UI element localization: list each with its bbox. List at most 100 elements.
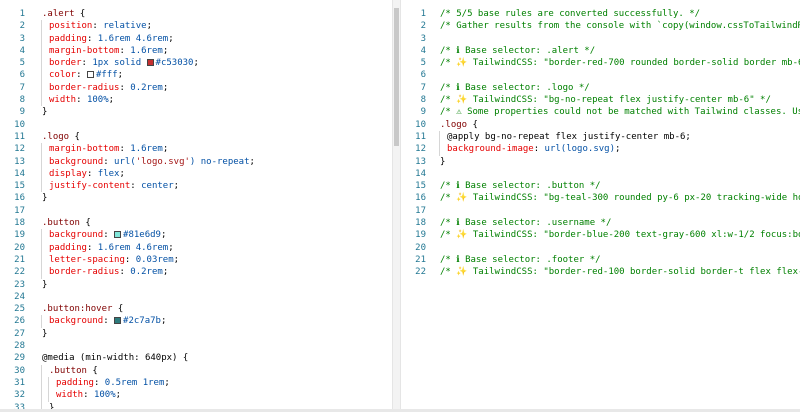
line-number: 19 — [14, 230, 25, 241]
code-line[interactable]: 16} — [0, 192, 392, 204]
code-line[interactable]: 25.button:hover { — [0, 303, 392, 315]
code-line[interactable]: 23} — [0, 279, 392, 291]
code-token: padding — [49, 33, 87, 44]
code-line[interactable]: 27} — [0, 328, 392, 340]
code-line[interactable]: 33} — [0, 401, 392, 412]
code-line[interactable]: 5/* ✨ TailwindCSS: "border-red-700 round… — [401, 57, 800, 69]
color-swatch-icon[interactable] — [146, 59, 154, 67]
code-line[interactable]: 20 — [401, 242, 800, 254]
code-token: .button — [49, 365, 87, 376]
color-swatch-icon[interactable] — [114, 317, 122, 325]
indent-guide — [41, 94, 49, 107]
line-code: .button { — [42, 217, 91, 229]
code-line[interactable]: 3 — [401, 33, 800, 45]
color-swatch-icon[interactable] — [86, 71, 94, 79]
code-line[interactable]: 17 — [0, 205, 392, 217]
code-line[interactable]: 6 — [401, 69, 800, 81]
code-line[interactable]: 4/* ℹ Base selector: .alert */ — [401, 45, 800, 57]
line-code: } — [42, 328, 47, 340]
code-token: { — [112, 304, 124, 315]
line-code: } — [42, 279, 47, 291]
line-number: 1 — [19, 9, 25, 19]
code-line[interactable]: 24 — [0, 291, 392, 303]
code-line[interactable]: 29@media (min-width: 640px) { — [0, 352, 392, 364]
code-line[interactable]: 18.button { — [0, 217, 392, 229]
code-line[interactable]: 16/* ✨ TailwindCSS: "bg-teal-300 rounded… — [401, 192, 800, 204]
line-code: background: #2c7a7b; — [41, 315, 167, 328]
line-code: /* ✨ TailwindCSS: "bg-teal-300 rounded p… — [440, 192, 800, 204]
line-number: 15 — [415, 181, 426, 192]
code-token: } — [42, 328, 48, 339]
code-token: ; — [115, 390, 122, 401]
code-line[interactable]: 18/* ℹ Base selector: .username */ — [401, 217, 800, 229]
line-number: 23 — [14, 279, 25, 290]
code-line[interactable]: 9/* ⚠ Some properties could not be match… — [401, 106, 800, 118]
line-code: /* ℹ Base selector: .button */ — [440, 180, 601, 192]
code-line[interactable]: 2/* Gather results from the console with… — [401, 20, 800, 32]
code-line[interactable]: 21/* ℹ Base selector: .footer */ — [401, 254, 800, 266]
code-line[interactable]: 11@apply bg-no-repeat flex justify-cente… — [401, 130, 800, 144]
line-code: @apply bg-no-repeat flex justify-center … — [439, 130, 691, 144]
code-token: ; — [162, 144, 169, 155]
code-line[interactable]: 30.button { — [0, 364, 392, 377]
code-line[interactable]: 10 — [0, 119, 392, 131]
code-token: : — [119, 144, 131, 155]
code-line[interactable]: 17 — [401, 205, 800, 217]
line-number: 20 — [415, 242, 426, 253]
code-line[interactable]: 22/* ✨ TailwindCSS: "border-red-100 bord… — [401, 266, 800, 278]
code-line[interactable]: 15 /* ℹ Base selector: .button */ — [401, 180, 800, 192]
line-number: 1 — [420, 9, 426, 19]
code-line[interactable]: 19/* ✨ TailwindCSS: "border-blue-200 tex… — [401, 229, 800, 241]
code-token: 1px solid — [92, 58, 147, 69]
tailwind-output-editor[interactable]: 1/* 5/5 base rules are converted success… — [401, 0, 800, 412]
line-code: .button:hover { — [42, 303, 123, 315]
code-line[interactable]: 1/* 5/5 base rules are converted success… — [401, 8, 800, 20]
code-line[interactable]: 11.logo { — [0, 131, 392, 143]
line-code: } — [440, 156, 445, 168]
horizontal-scrollbar[interactable] — [0, 409, 800, 412]
code-token: #c53030 — [155, 58, 194, 69]
line-number: 7 — [19, 82, 25, 93]
line-number: 13 — [415, 156, 426, 167]
code-line[interactable]: 1.alert { — [0, 8, 392, 20]
line-code: background-image: url(logo.svg); — [439, 143, 620, 156]
line-number: 2 — [19, 21, 25, 32]
code-line[interactable]: 13} — [401, 156, 800, 168]
code-line[interactable]: 28 — [0, 340, 392, 352]
code-token: margin-bottom — [49, 144, 120, 155]
indent-guide — [41, 57, 49, 70]
code-line[interactable]: 10.logo { — [401, 119, 800, 131]
code-line[interactable]: 14 — [401, 168, 800, 180]
code-line[interactable]: 9} — [0, 106, 392, 118]
code-token: ; — [160, 316, 167, 327]
line-code: border: 1px solid #c53030; — [41, 57, 199, 70]
code-line[interactable]: 8/* ✨ TailwindCSS: "bg-no-repeat flex ju… — [401, 94, 800, 106]
color-swatch-icon[interactable] — [114, 231, 122, 239]
vertical-scrollbar-thumb[interactable] — [394, 8, 399, 146]
code-token: 1.6rem 4.6rem — [97, 242, 169, 253]
pane-divider[interactable] — [392, 0, 401, 412]
code-token: background — [49, 230, 104, 241]
code-line[interactable]: 7/* ℹ Base selector: .logo */ — [401, 82, 800, 94]
